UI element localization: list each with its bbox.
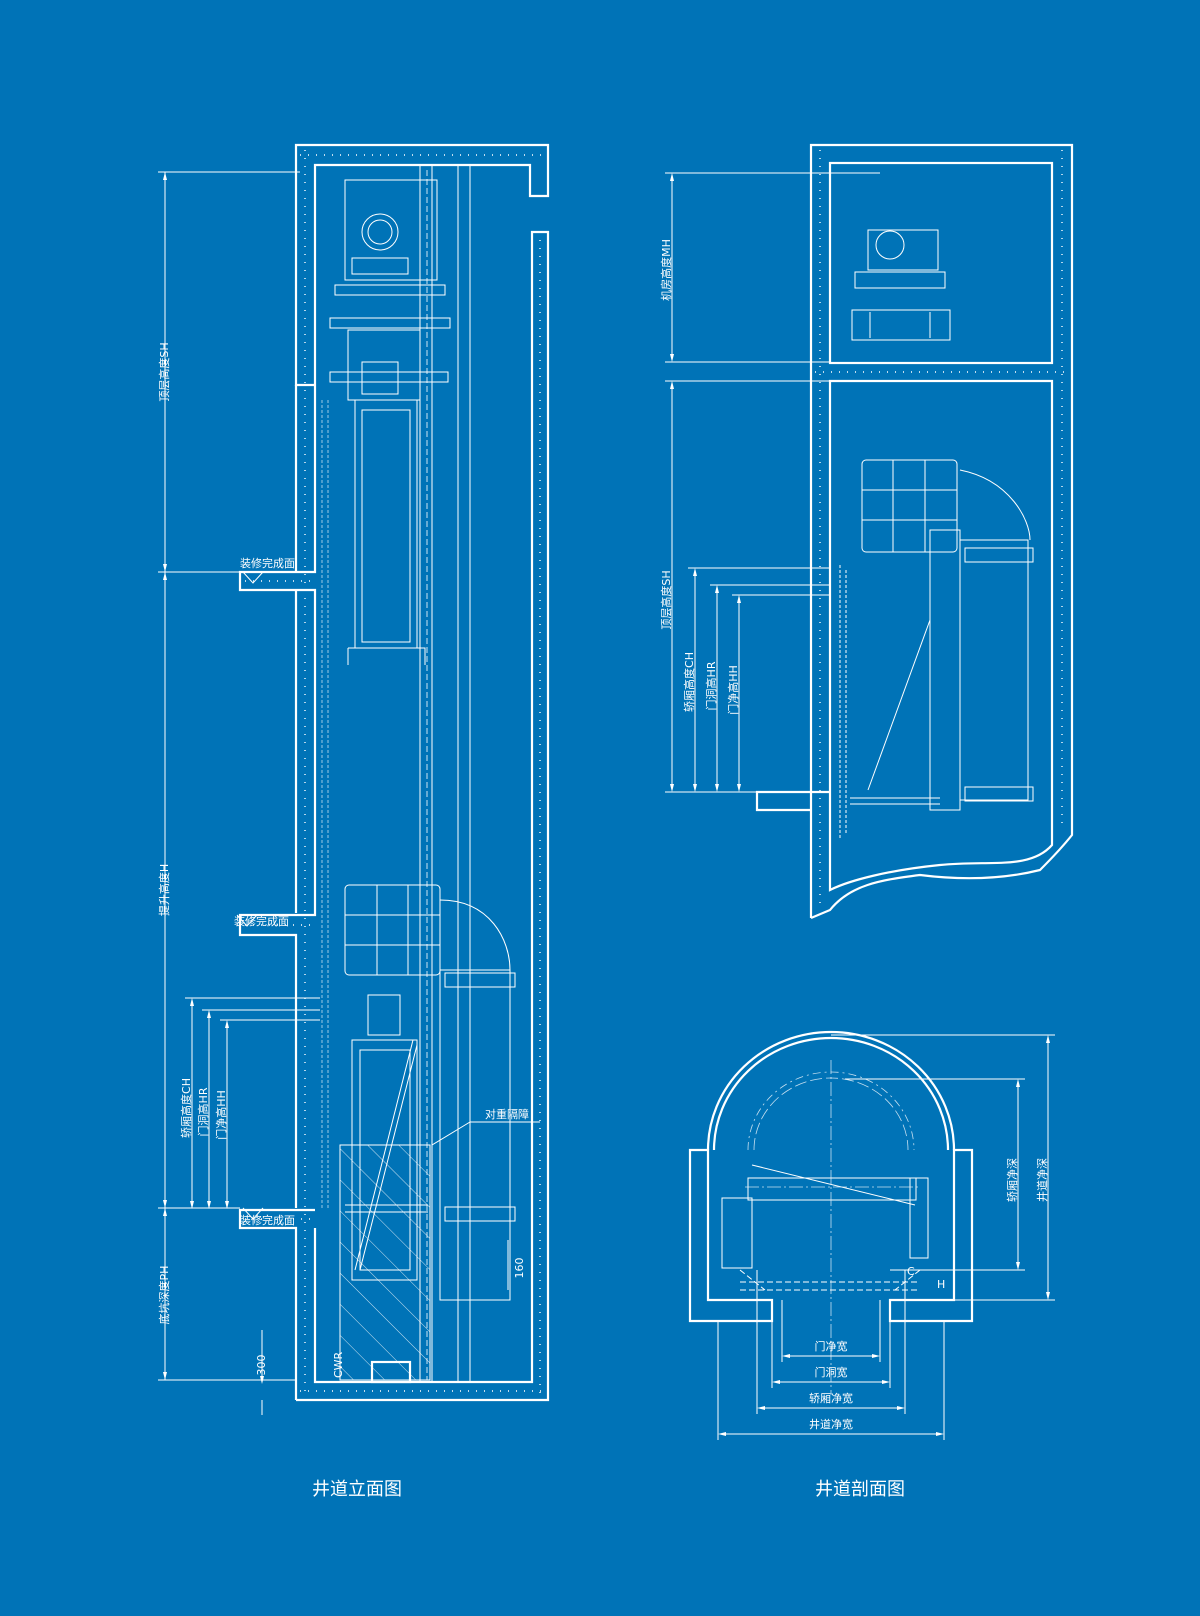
car-upper	[347, 399, 426, 665]
dim-shaft-width: 井道净宽	[809, 1417, 853, 1431]
dim-door-opening-width: 门洞宽	[815, 1365, 848, 1379]
spring-buffer-upper	[444, 972, 516, 988]
elevation-view: 顶层高度SH 提升高度H 底坑深度PH 轿厢高度CH 门洞高HR 门净高HH 3…	[157, 143, 550, 1500]
dim-travel-height: 提升高度H	[157, 864, 171, 916]
section-walls	[755, 143, 1074, 920]
plan-dimensions: 轿厢净深 井道净深 门净宽 门洞宽 轿厢净宽 井道净宽	[717, 1034, 1055, 1440]
elevation-title: 井道立面图	[312, 1479, 402, 1500]
section-dim-top-height: 顶层高度SH	[659, 570, 673, 629]
guide-rails	[321, 165, 471, 1382]
plan-mark-h: H	[937, 1278, 945, 1291]
plan-view: H C 轿厢净深 井道净深 门净宽 门洞宽 轿厢净宽 井道净宽 井道剖面图	[688, 1030, 1055, 1500]
dim-car-depth: 轿厢净深	[1005, 1158, 1019, 1202]
cwr-label: CWR	[332, 1351, 345, 1378]
machine-room	[828, 161, 1054, 365]
svg-text:装修完成面: 装修完成面	[240, 556, 295, 570]
counterweight	[339, 899, 540, 1381]
section-car	[839, 459, 1034, 840]
spring-buffer-lower	[444, 1206, 516, 1222]
elevation-dimensions: 顶层高度SH 提升高度H 底坑深度PH 轿厢高度CH 门洞高HR 门净高HH 3…	[157, 171, 529, 1415]
counterweight-guard	[339, 1144, 431, 1381]
dim-machine-room-height: 机房高度MH	[659, 239, 673, 301]
finish-floor-mark-2: 装修完成面	[234, 914, 289, 928]
dim-door-opening-height: 门洞高HR	[196, 1087, 210, 1136]
dim-buffer-160: 160	[513, 1258, 526, 1279]
dim-pit-300: 300	[255, 1355, 268, 1376]
dim-top-height: 顶层高度SH	[157, 342, 171, 401]
dim-door-clear-width: 门净宽	[815, 1339, 848, 1353]
dim-shaft-depth: 井道净深	[1035, 1158, 1049, 1202]
finish-floor-mark-3: 装修完成面	[240, 1207, 295, 1227]
plan-title: 井道剖面图	[815, 1479, 905, 1500]
dim-pit-depth: 底坑深度PH	[157, 1266, 171, 1325]
plan-car: H C	[721, 1060, 945, 1395]
section-dim-car-height: 轿厢高度CH	[682, 652, 696, 712]
plan-mark-c: C	[907, 1265, 915, 1278]
dim-door-clear-height: 门净高HH	[214, 1090, 228, 1140]
dim-car-height: 轿厢高度CH	[179, 1078, 193, 1138]
shaft-walls	[238, 143, 550, 1402]
dim-car-width: 轿厢净宽	[809, 1391, 853, 1405]
section-dim-door-opening-height: 门洞高HR	[704, 661, 718, 710]
counterweight-guard-label: 对重隔障	[485, 1107, 529, 1121]
section-dimensions: 机房高度MH 顶层高度SH 轿厢高度CH 门洞高HR 门净高HH	[659, 172, 880, 793]
section-view: 机房高度MH 顶层高度SH 轿厢高度CH 门洞高HR 门净高HH	[659, 143, 1074, 920]
svg-text:装修完成面: 装修完成面	[240, 1213, 295, 1227]
section-dim-door-clear-height: 门净高HH	[726, 665, 740, 715]
section-machine	[851, 229, 951, 341]
finish-floor-mark-1: 装修完成面	[240, 556, 295, 584]
